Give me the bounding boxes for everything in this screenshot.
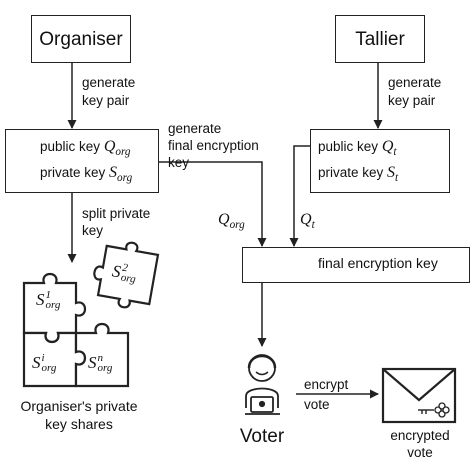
voter-icon xyxy=(245,354,280,415)
organiser-public-key: public key Qorg xyxy=(40,138,131,161)
encrypted-vote-label-line1: encrypted xyxy=(390,428,450,443)
tallier-public-key-symbol: Qt xyxy=(381,138,397,159)
shares-caption-line1: Organiser's private xyxy=(20,398,138,414)
arrow-tallier-public-to-final-key xyxy=(289,145,310,247)
split-label-line1: split private xyxy=(82,206,151,221)
organiser-private-key-label: private key xyxy=(40,165,106,180)
encrypt-label-line2: vote xyxy=(304,397,330,412)
tallier-title: Tallier xyxy=(355,29,405,50)
puzzle-piece-2 xyxy=(93,241,160,309)
final-gen-label-line3: key xyxy=(168,155,190,170)
voter-label: Voter xyxy=(239,426,285,447)
puzzle-piece-4 xyxy=(74,322,130,388)
tallier-generate-label-line2: key pair xyxy=(388,93,436,108)
arrow-org-public-to-final-key xyxy=(142,161,267,247)
tallier-public-key-label: public key xyxy=(318,139,379,154)
organiser-node xyxy=(31,15,131,63)
organiser-title: Organiser xyxy=(39,29,123,50)
tallier-node xyxy=(335,15,425,63)
encrypt-label-line1: encrypt xyxy=(304,377,349,392)
organiser-private-key-symbol: Sorg xyxy=(109,164,133,185)
final-gen-label-line1: generate xyxy=(168,121,222,136)
final-key-box xyxy=(242,247,470,283)
organiser-public-key-label: public key xyxy=(40,139,101,154)
organiser-generate-label-line1: generate xyxy=(82,75,136,90)
tallier-generate-label-line1: generate xyxy=(388,75,442,90)
final-gen-label-line2: final encryption xyxy=(168,138,259,153)
tallier-private-key-symbol: St xyxy=(387,164,399,185)
organiser-keypair-box xyxy=(5,129,159,193)
tallier-private-key: private key St xyxy=(318,164,398,187)
organiser-private-key: private key Sorg xyxy=(40,164,132,187)
tallier-public-key: public key Qt xyxy=(318,138,396,161)
final-key-label: final encryption key xyxy=(318,255,438,271)
split-label-line2: key xyxy=(82,223,104,238)
envelope-icon xyxy=(381,367,457,424)
organiser-generate-label-line2: key pair xyxy=(82,93,130,108)
tallier-private-key-label: private key xyxy=(318,165,384,180)
encrypted-vote-label-line2: vote xyxy=(407,445,433,460)
tallier-keypair-box xyxy=(310,129,450,193)
edge-label-q-t: Qt xyxy=(300,211,315,232)
edge-label-q-org: Qorg xyxy=(218,211,245,232)
organiser-public-key-symbol: Qorg xyxy=(103,138,131,159)
shares-caption-line2: key shares xyxy=(45,416,113,432)
